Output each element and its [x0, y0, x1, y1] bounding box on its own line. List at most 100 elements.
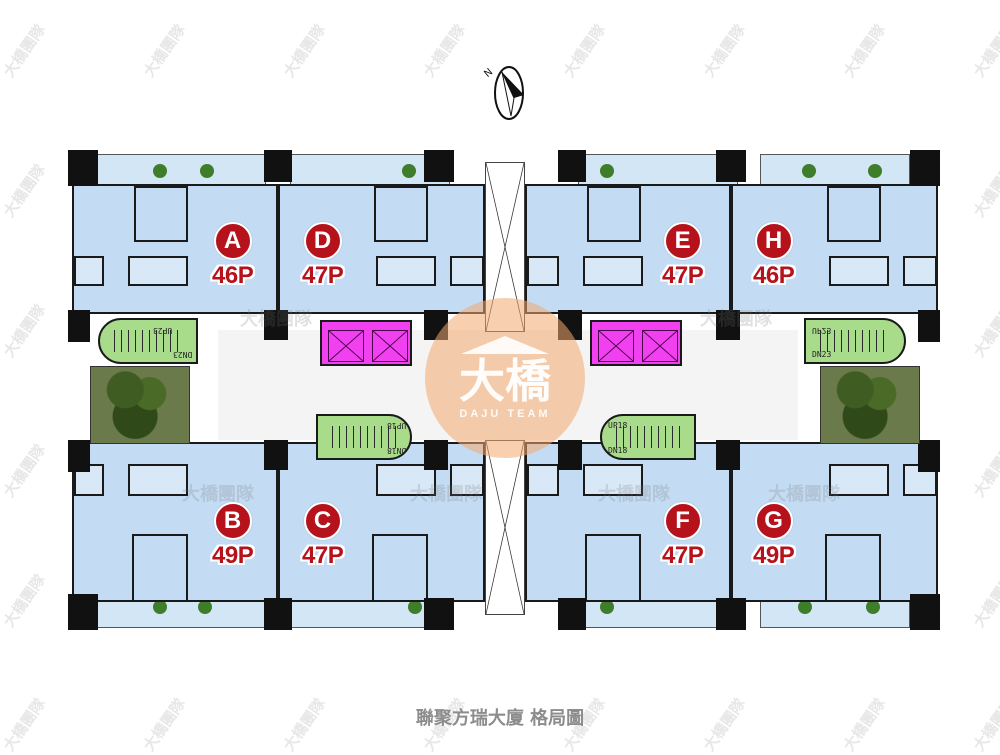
stairwell-left-lower: UP18 DN18 [316, 414, 412, 460]
structural-column [918, 310, 940, 342]
bedroom [374, 186, 428, 242]
unit-tag-e: E 47P [662, 222, 704, 290]
structural-column [716, 150, 746, 182]
unit-letter-badge: A [213, 222, 252, 260]
unit-letter-badge: H [754, 222, 793, 260]
unit-tag-b: B 49P [212, 502, 254, 570]
bedroom [585, 534, 641, 602]
unit-size-label: 47P [302, 542, 344, 569]
structural-column [918, 440, 940, 472]
elevator-lobby-left [320, 320, 412, 366]
unit-tag-d: D 47P [302, 222, 344, 290]
bathroom [527, 256, 559, 286]
stair-down-label: DN23 [812, 350, 832, 359]
unit-size-label: 47P [662, 262, 704, 289]
planter-icon [402, 164, 416, 178]
stairwell-right-upper: UP23 DN23 [804, 318, 906, 364]
stair-down-label: DN18 [608, 446, 628, 455]
bathroom [450, 464, 484, 496]
structural-column [68, 594, 98, 630]
unit-letter-badge: G [754, 502, 793, 540]
balcony-h [760, 154, 910, 186]
stair-up-label: UP18 [386, 421, 406, 430]
planter-icon [200, 164, 214, 178]
bathroom [583, 256, 643, 286]
structural-column [910, 594, 940, 630]
unit-size-label: 49P [753, 542, 795, 569]
stair-down-label: DN18 [386, 446, 406, 455]
elevator-car-icon [372, 330, 408, 362]
bathroom [527, 464, 559, 496]
unit-tag-a: A 46P [212, 222, 254, 290]
bathroom [74, 256, 104, 286]
central-void-bottom [485, 440, 525, 615]
structural-column [424, 150, 454, 182]
structural-column [716, 598, 746, 630]
bedroom [587, 186, 641, 242]
structural-column [558, 150, 586, 182]
bedroom [825, 534, 881, 602]
structural-column [264, 310, 288, 340]
unit-size-label: 47P [662, 542, 704, 569]
elevator-car-icon [328, 330, 364, 362]
unit-size-label: 46P [212, 262, 254, 289]
unit-size-label: 46P [753, 262, 795, 289]
structural-column [716, 440, 740, 470]
logo-mark: 大橋 [459, 354, 551, 408]
stairwell-left-upper: UP23 DN23 [98, 318, 198, 364]
planter-icon [868, 164, 882, 178]
north-arrow-icon: N [478, 60, 536, 120]
planter-icon [600, 600, 614, 614]
structural-column [68, 310, 90, 342]
stair-up-label: UP23 [812, 326, 832, 335]
unit-letter-badge: C [303, 502, 342, 540]
unit-size-label: 49P [212, 542, 254, 569]
bathroom [583, 464, 643, 496]
elevator-lobby-right [590, 320, 682, 366]
structural-column [264, 598, 292, 630]
structural-column [558, 440, 582, 470]
bedroom [372, 534, 428, 602]
planter-icon [153, 600, 167, 614]
structural-column [264, 150, 292, 182]
structural-column [910, 150, 940, 186]
unit-letter-badge: E [663, 222, 702, 260]
bathroom [450, 256, 484, 286]
planter-icon [408, 600, 422, 614]
structural-column [264, 440, 288, 470]
structural-column [68, 150, 98, 186]
bathroom [128, 256, 188, 286]
bathroom [829, 464, 889, 496]
bathroom [376, 256, 436, 286]
unit-tag-h: H 46P [753, 222, 795, 290]
svg-text:N: N [482, 67, 495, 80]
balcony-a [96, 154, 266, 186]
logo-team-text: DAJU TEAM [459, 408, 551, 420]
plan-caption: 聯聚方瑞大廈 格局圖 [415, 708, 585, 729]
structural-column [424, 598, 454, 630]
unit-size-label: 47P [302, 262, 344, 289]
planter-icon [802, 164, 816, 178]
stairwell-right-lower: UP18 DN18 [600, 414, 696, 460]
planter-icon [798, 600, 812, 614]
stair-up-label: UP18 [608, 421, 628, 430]
unit-tag-f: F 47P [662, 502, 704, 570]
courtyard-garden-left [90, 366, 190, 444]
elevator-car-icon [642, 330, 678, 362]
unit-tag-g: G 49P [753, 502, 795, 570]
planter-icon [866, 600, 880, 614]
planter-icon [600, 164, 614, 178]
structural-column [716, 310, 740, 340]
unit-letter-badge: D [303, 222, 342, 260]
structural-column [68, 440, 90, 472]
unit-letter-badge: F [663, 502, 702, 540]
watermark-logo: 大橋 DAJU TEAM [425, 298, 585, 458]
planter-icon [153, 164, 167, 178]
bedroom [827, 186, 881, 242]
stair-up-label: UP23 [152, 326, 172, 335]
bedroom [132, 534, 188, 602]
structural-column [558, 598, 586, 630]
stair-down-label: DN23 [172, 350, 192, 359]
roof-icon [461, 336, 549, 354]
bathroom [903, 256, 937, 286]
